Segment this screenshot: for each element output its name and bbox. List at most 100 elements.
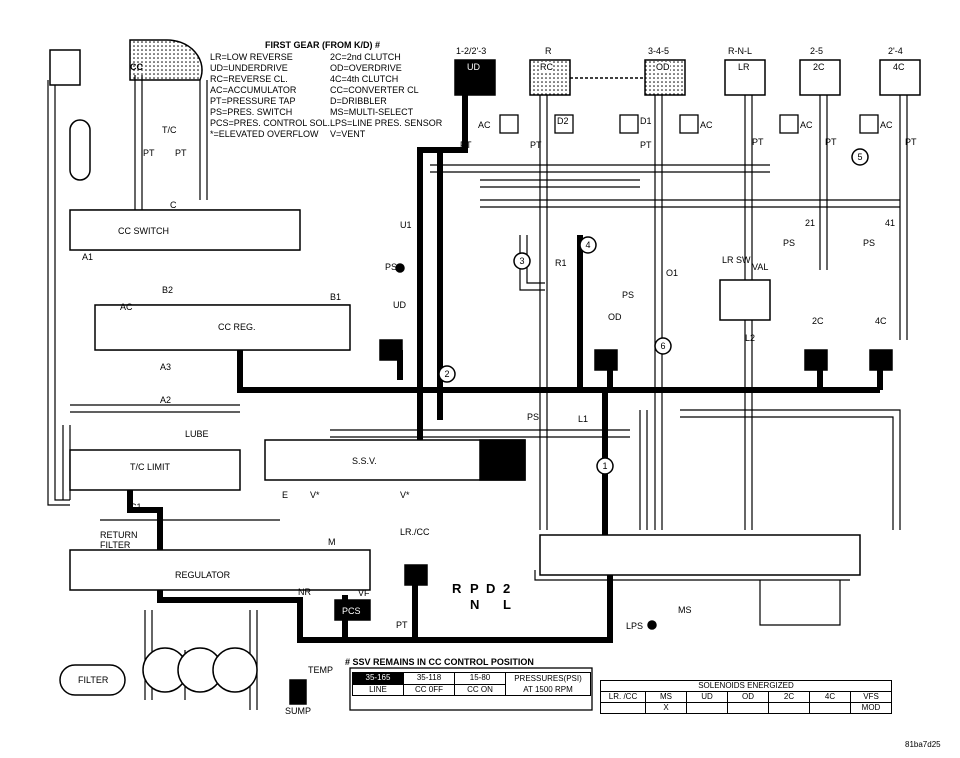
label-pt-7: PT	[752, 137, 764, 147]
label-nr: NR	[298, 587, 311, 597]
label-lps: LPS	[626, 621, 644, 631]
legend-left-8: *=ELEVATED OVERFLOW	[210, 129, 319, 139]
label-b2: B2	[162, 285, 174, 295]
shift-2: 2	[503, 581, 511, 596]
legend-left-6: PS=PRES. SWITCH	[210, 107, 293, 117]
clutch-box-lr: LR	[738, 62, 750, 72]
label-d1: D1	[640, 116, 652, 126]
label-pt-1: PT	[143, 148, 155, 158]
legend-right-7: LPS=LINE PRES. SENSOR	[330, 118, 443, 128]
label-tc: T/C	[162, 125, 177, 135]
circle-number-3: 3	[519, 256, 524, 266]
figure-id: 81ba7d25	[905, 740, 941, 749]
label-l1: L1	[578, 414, 589, 424]
label-ac-2c: AC	[800, 120, 813, 130]
label-ps-4: PS	[863, 238, 876, 248]
label-21: 21	[805, 218, 816, 228]
label-pt-8: PT	[825, 137, 837, 147]
label-pt-9: PT	[905, 137, 917, 147]
solenoid-v6	[809, 702, 851, 714]
solenoid-title: SOLENOIDS ENERGIZED	[600, 680, 892, 692]
solenoid-v5	[768, 702, 810, 714]
pressure-caption-2: AT 1500 RPM	[523, 685, 573, 694]
label-vstar-1: V*	[310, 490, 320, 500]
legend-left-2: UD=UNDERDRIVE	[210, 63, 288, 73]
pressure-name-line: LINE	[352, 683, 404, 696]
label-b1: B1	[330, 292, 342, 302]
label-pt-6: PT	[640, 140, 652, 150]
label-cc: CC	[130, 62, 143, 72]
legend-right-4: CC=CONVERTER CL	[330, 85, 419, 95]
label-c: C	[170, 200, 177, 210]
shift-p: P	[470, 581, 479, 596]
label-filter: FILTER	[78, 675, 109, 685]
label-ps-3: PS	[783, 238, 796, 248]
label-a2: A2	[160, 395, 172, 405]
legend-left-3: RC=REVERSE CL.	[210, 74, 288, 84]
solenoid-h2: MS	[645, 691, 687, 703]
label-d2: D2	[557, 116, 569, 126]
clutch-box-od: OD	[656, 62, 670, 72]
legend-right-2: OD=OVERDRIVE	[330, 63, 402, 73]
solenoid-h1: LR. /CC	[600, 691, 646, 703]
clutch-header-od: 3-4-5	[648, 46, 670, 56]
label-vstar-2: V*	[400, 490, 410, 500]
pressure-caption-1: PRESSURES(PSI)	[514, 674, 582, 683]
clutch-header-ud: 1-2/2'-3	[456, 46, 487, 56]
circle-number-1: 1	[602, 461, 607, 471]
label-cc-switch: CC SWITCH	[118, 226, 169, 236]
label-return-filter: RETURN FILTER	[100, 530, 138, 550]
solenoid-v2: X	[645, 702, 687, 714]
clutch-box-ud: UD	[467, 62, 480, 72]
solenoid-table: SOLENOIDS ENERGIZED LR. /CC MS UD OD 2C …	[600, 680, 892, 714]
solenoid-h5: 2C	[768, 691, 810, 703]
clutch-box-2c: 2C	[813, 62, 825, 72]
shift-r: R	[452, 581, 462, 596]
pressure-range-cc-on: 15-80	[454, 672, 506, 685]
label-sump: SUMP	[285, 706, 312, 716]
circle-number-5: 5	[857, 152, 862, 162]
label-regulator: REGULATOR	[175, 570, 231, 580]
label-tc-limit: T/C LIMIT	[130, 462, 170, 472]
solenoid-v3	[686, 702, 728, 714]
label-pt-4: PT	[460, 140, 472, 150]
label-ac-4c: AC	[880, 120, 893, 130]
label-a3: A3	[160, 362, 172, 372]
pressure-name-cc-on: CC ON	[454, 683, 506, 696]
solenoid-h7: VFS	[850, 691, 892, 703]
label-r1: R1	[555, 258, 567, 268]
pressure-range-cc-off: 35-118	[403, 672, 455, 685]
circle-number-6: 6	[660, 341, 665, 351]
solenoid-v1	[600, 702, 646, 714]
legend-right-8: V=VENT	[330, 129, 366, 139]
label-c1: C1	[130, 502, 142, 512]
label-a1: A1	[82, 252, 94, 262]
legend-right-3: 4C=4th CLUTCH	[330, 74, 399, 84]
label-ps-2: PS	[622, 290, 635, 300]
solenoid-h6: 4C	[809, 691, 851, 703]
shift-l: L	[503, 597, 511, 612]
label-u1: U1	[400, 220, 412, 230]
label-ps-1: PS	[385, 262, 398, 272]
shift-d: D	[486, 581, 496, 596]
label-pt-2: PT	[175, 148, 187, 158]
label-vf: VF	[358, 588, 370, 598]
legend-right-1: 2C=2nd CLUTCH	[330, 52, 401, 62]
legend-left-1: LR=LOW REVERSE	[210, 52, 293, 62]
label-val: VAL	[752, 262, 769, 272]
diagram-title: FIRST GEAR (FROM K/D) #	[265, 40, 380, 50]
label-ps-5: PS	[527, 412, 540, 422]
clutch-header-rc: R	[545, 46, 552, 56]
label-41: 41	[885, 218, 896, 228]
legend-left-7: PCS=PRES. CONTROL SOL.	[210, 118, 330, 128]
clutch-box-4c: 4C	[893, 62, 905, 72]
clutch-box-rc: RC	[540, 62, 553, 72]
label-temp: TEMP	[308, 665, 334, 675]
label-ms: MS	[678, 605, 692, 615]
label-e: E	[282, 490, 289, 500]
clutch-header-lr: R-N-L	[728, 46, 752, 56]
label-lr-cc: LR./CC	[400, 527, 430, 537]
legend-left-4: AC=ACCUMULATOR	[210, 85, 297, 95]
pressure-name-cc-off: CC 0FF	[403, 683, 455, 696]
